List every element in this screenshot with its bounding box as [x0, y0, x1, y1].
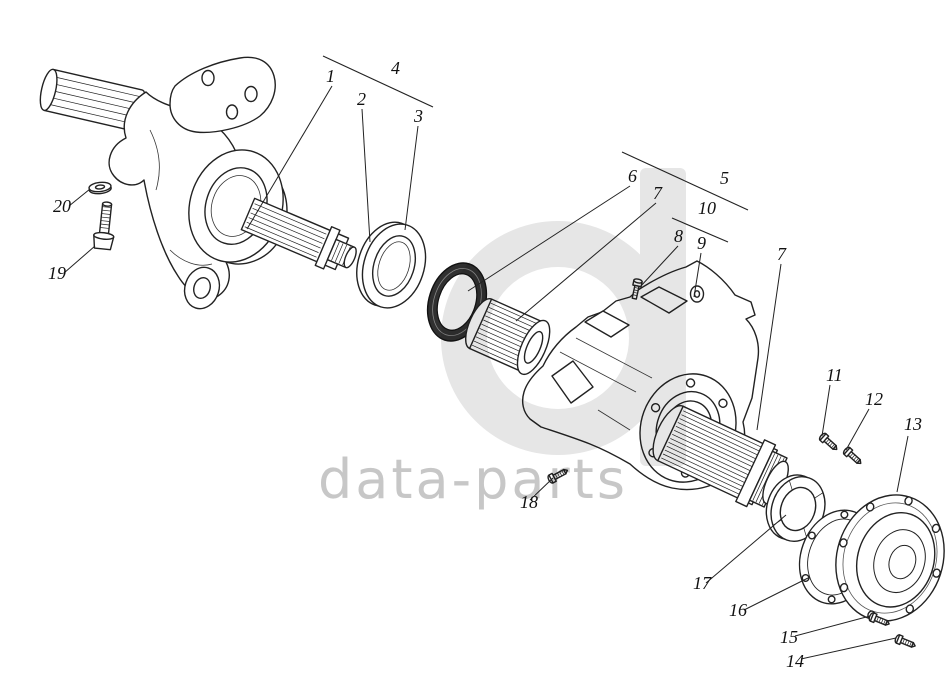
exploded-view-artwork [39, 56, 945, 651]
callout-10: 10 [698, 198, 716, 218]
callout-3: 3 [413, 106, 423, 126]
screw-11 [817, 431, 841, 454]
screw-12 [841, 445, 865, 468]
callout-11: 11 [826, 365, 843, 385]
callout-2: 2 [357, 89, 366, 109]
callout-13: 13 [904, 414, 922, 434]
callout-4: 4 [391, 58, 400, 78]
washer-20 [88, 181, 112, 195]
hub-cap [835, 494, 945, 622]
stub-shaft [39, 68, 146, 132]
watermark-text: data-parts [318, 448, 628, 511]
callout-18: 18 [520, 492, 538, 512]
lock-washer [765, 474, 826, 542]
screw-14 [893, 633, 918, 651]
callout-1: 1 [326, 66, 335, 86]
bolt-8 [631, 278, 643, 300]
splined-tube [652, 405, 789, 508]
callout-12: 12 [865, 389, 883, 409]
callout-16: 16 [729, 600, 747, 620]
deflector-ring [356, 221, 427, 309]
callouts: 1 2 3 4 5 6 7 8 9 10 7 11 12 13 14 15 16… [48, 58, 922, 671]
splined-bushing [465, 298, 551, 376]
callout-9: 9 [697, 233, 706, 253]
callout-20: 20 [53, 196, 71, 216]
callout-14: 14 [786, 651, 804, 671]
callout-19: 19 [48, 263, 66, 283]
bolt-19 [93, 201, 115, 251]
callout-7b: 7 [777, 244, 787, 264]
leader-lines [63, 55, 909, 660]
callout-8: 8 [674, 226, 683, 246]
axle-shaft [240, 197, 357, 271]
callout-6: 6 [628, 166, 637, 186]
callout-15: 15 [780, 627, 798, 647]
knuckle-housing [108, 56, 288, 310]
callout-5: 5 [720, 168, 729, 188]
callout-17: 17 [693, 573, 712, 593]
callout-7a: 7 [653, 183, 663, 203]
